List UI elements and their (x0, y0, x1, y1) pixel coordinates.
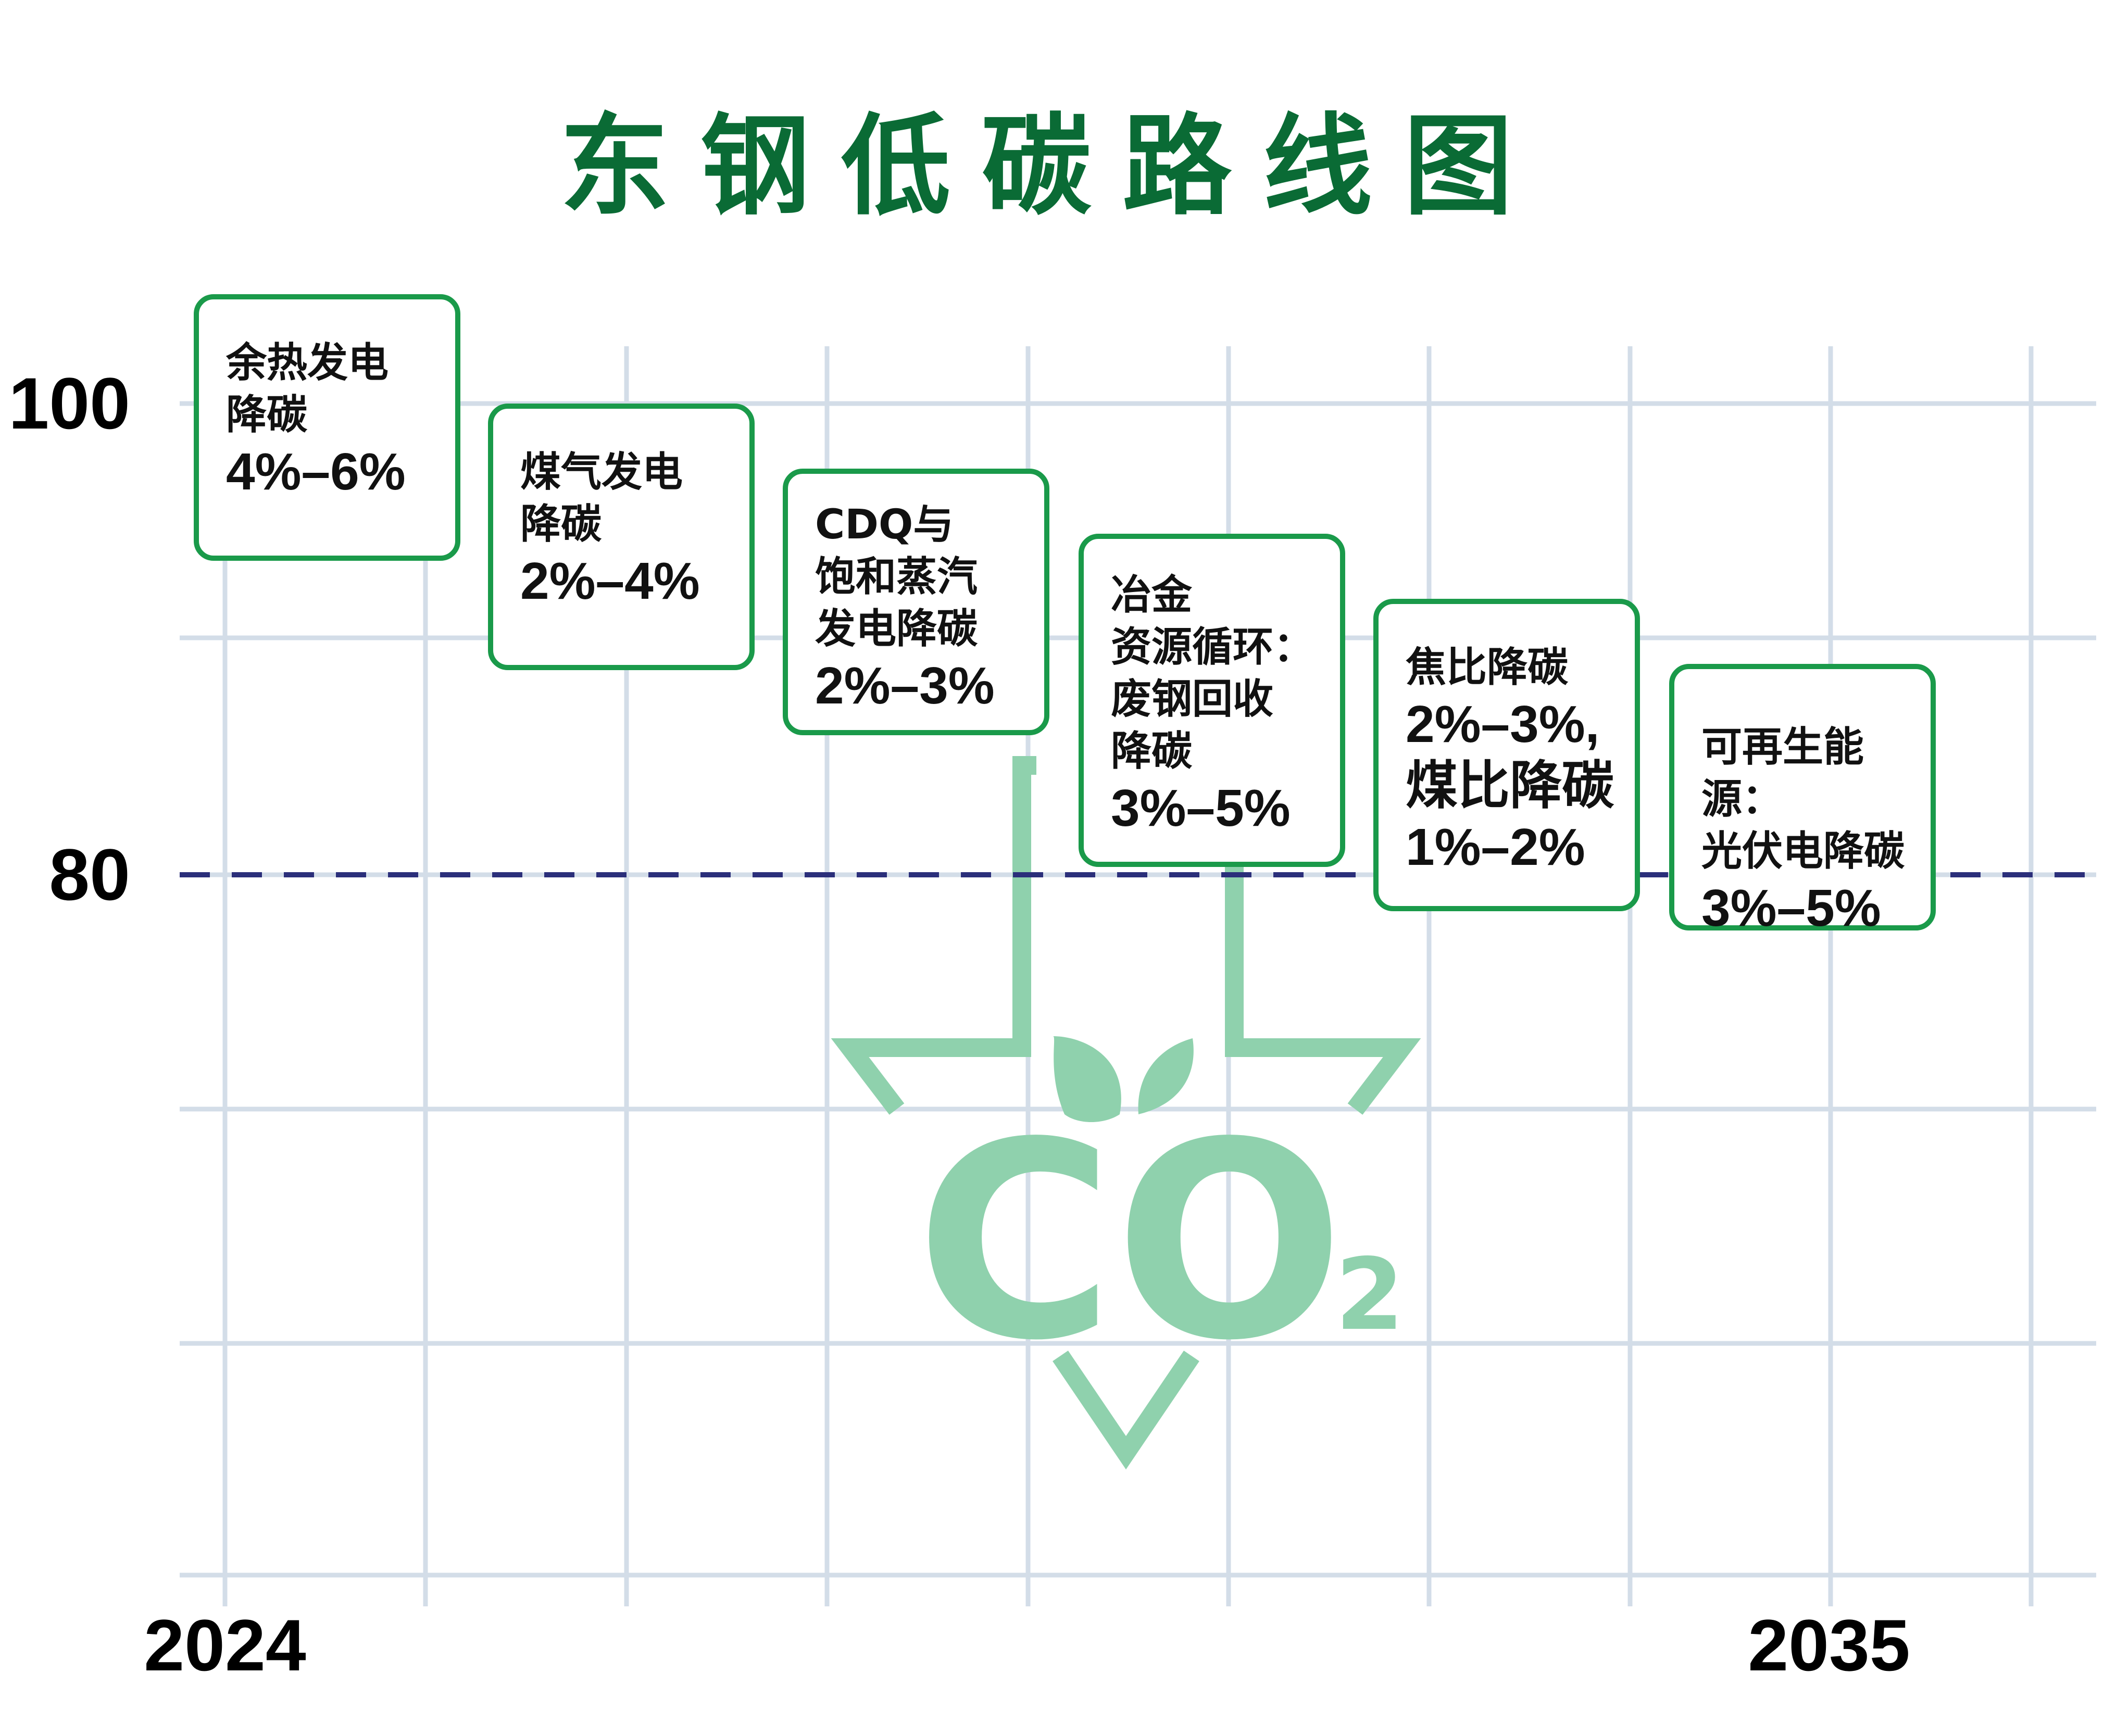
step-card-5: 焦比降碳 2%–3%, 煤比降碳 1%–2% (1373, 599, 1640, 911)
step-value: 3%–5% (1111, 779, 1291, 837)
y-tick-label: 80 (49, 834, 130, 915)
co2-leaf-icon: CO 2 (831, 756, 1421, 1470)
step-value: 2%–3% (815, 657, 995, 715)
step-card-6: 可再生能源： 光伏电降碳 3%–5% (1669, 664, 1936, 937)
co2-main-text: CO (916, 1084, 1345, 1400)
step-label: 余热发电 降碳 (226, 339, 389, 438)
step-value: 4%–6% (226, 443, 406, 501)
co2-arrow-tip (1053, 1350, 1199, 1470)
step-label: CDQ与 饱和蒸汽 发电降碳 (815, 501, 978, 652)
step-value: 2%–3%, 煤比降碳 1%–2% (1406, 695, 1614, 876)
step-value: 3%–5% (1701, 879, 1881, 937)
step-card-3: CDQ与 饱和蒸汽 发电降碳 2%–3% (783, 469, 1049, 735)
page-title: 东钢低碳路线图 (559, 103, 1544, 230)
x-tick-label: 2035 (1748, 1604, 1910, 1686)
step-card-4: 冶金 资源循环： 废钢回收 降碳 3%–5% (1079, 534, 1345, 867)
y-tick-label: 100 (8, 362, 130, 444)
leaf-right-icon (1138, 1038, 1194, 1114)
step-card-1: 余热发电 降碳 4%–6% (194, 294, 460, 561)
step-card-2: 煤气发电 降碳 2%–4% (488, 404, 755, 670)
step-label: 可再生能源： 光伏电降碳 (1701, 724, 1905, 875)
step-value: 2%–4% (520, 552, 700, 610)
x-tick-label: 2024 (144, 1604, 306, 1686)
co2-subscript-text: 2 (1335, 1237, 1404, 1352)
step-label: 煤气发电 降碳 (520, 449, 683, 548)
leaf-left-icon (1053, 1036, 1121, 1122)
step-label: 冶金 资源循环： 废钢回收 降碳 (1111, 572, 1314, 775)
step-label: 焦比降碳 (1406, 644, 1569, 691)
